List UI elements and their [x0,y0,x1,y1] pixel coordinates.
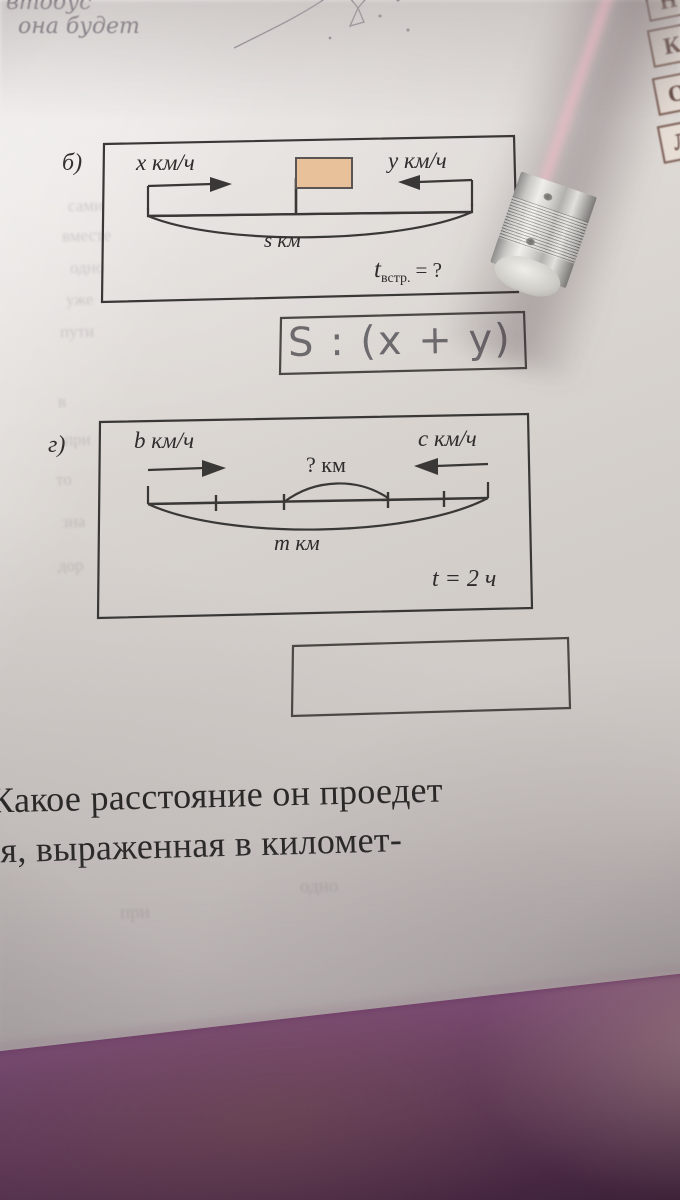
diagram-g-total-label: m км [274,530,320,555]
diagram-b-question-subscript: встр. [380,271,411,286]
diagram-g [96,412,536,622]
diagram-g-unknown-label: ? км [306,452,346,477]
diagram-b-tag: б) [62,150,83,176]
diagram-b-left-speed: x км/ч [136,150,195,175]
diagram-g-right-speed: c км/ч [418,426,477,451]
top-handwriting-line2: она будет [18,14,140,39]
diagram-g-time-label: t = 2 ч [432,566,497,592]
diagram-b [100,134,520,306]
answer-box-b-handwriting: S : (x + y) [287,316,513,366]
diagram-b-question-symbol: t [374,256,381,283]
diagram-b-right-speed: y км/ч [388,148,447,173]
top-handwriting-line1: втобус [6,0,92,15]
answer-box-b[interactable] [278,310,528,378]
answer-box-g[interactable] [290,636,572,720]
diagram-b-distance-label: s км [264,228,301,252]
doodle-sketch [233,0,410,49]
diagram-b-question-equals: = ? [415,258,442,282]
diagram-g-left-speed: b км/ч [134,428,195,453]
diagram-b-question: tвстр. = ? [374,256,442,287]
diagram-g-tag: г) [48,432,66,458]
